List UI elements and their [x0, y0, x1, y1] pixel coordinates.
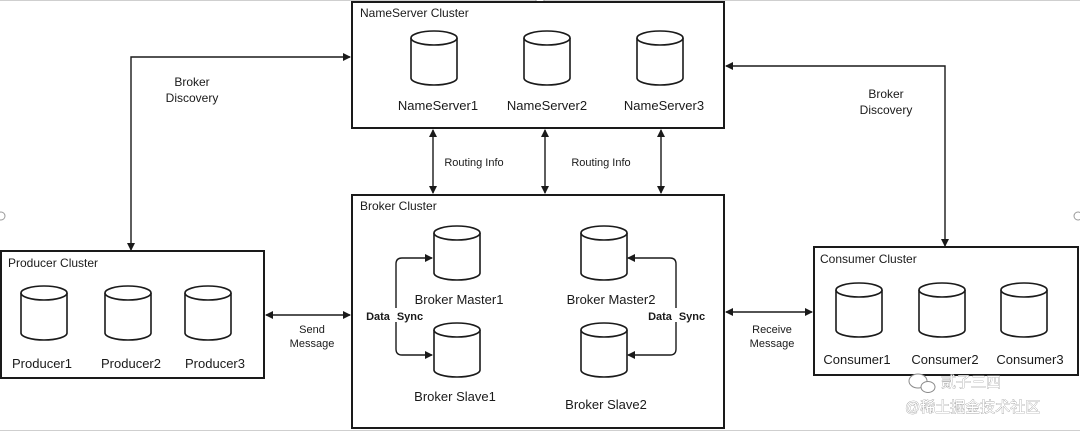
- data-sync-right-word1: Data: [648, 311, 673, 323]
- producer2-label: Producer2: [101, 356, 161, 371]
- broker-discovery-left-line1: Broker: [174, 75, 209, 89]
- nameserver-cluster[interactable]: NameServer Cluster NameServer1 NameServe…: [351, 1, 725, 129]
- broker-master1-label: Broker Master1: [415, 292, 504, 307]
- watermark-community: @稀土掘金技术社区: [905, 399, 1040, 416]
- resize-handle-right[interactable]: [1073, 211, 1080, 221]
- send-message-line1: Send: [299, 324, 325, 336]
- producer1-cylinder-icon: [20, 285, 68, 341]
- watermark: 贰子三四 @稀土掘金技术社区: [905, 373, 1041, 417]
- producer-cluster-title: Producer Cluster: [8, 256, 98, 270]
- nameserver1-cylinder-icon: [410, 30, 458, 86]
- broker-master1-cylinder-icon: [433, 225, 481, 281]
- consumer3-cylinder-icon: [1000, 282, 1048, 338]
- broker-master2-label: Broker Master2: [567, 292, 656, 307]
- receive-message-line1: Receive: [752, 324, 792, 336]
- broker-cluster-title: Broker Cluster: [360, 199, 437, 213]
- consumer1-cylinder-icon: [835, 282, 883, 338]
- wechat-logo-icon: [908, 373, 936, 393]
- nameserver2-cylinder-icon: [523, 30, 571, 86]
- data-sync-right-word2: Sync: [679, 311, 705, 323]
- data-sync-right-arrow: [627, 254, 677, 359]
- data-sync-left-arrow: [395, 254, 433, 359]
- producer-cluster[interactable]: Producer Cluster Producer1 Producer2 Pro…: [0, 250, 265, 379]
- consumer3-label: Consumer3: [996, 352, 1063, 367]
- broker-discovery-right-arrow: [725, 62, 949, 247]
- broker-discovery-right-line2: Discovery: [860, 103, 913, 117]
- consumer2-label: Consumer2: [911, 352, 978, 367]
- consumer-cluster[interactable]: Consumer Cluster Consumer1 Consumer2 Con…: [813, 246, 1079, 376]
- data-sync-left-word2: Sync: [397, 311, 423, 323]
- consumer2-cylinder-icon: [918, 282, 966, 338]
- broker-discovery-right-line1: Broker: [868, 87, 903, 101]
- nameserver3-label: NameServer3: [624, 98, 704, 113]
- producer2-cylinder-icon: [104, 285, 152, 341]
- nameserver3-cylinder-icon: [636, 30, 684, 86]
- broker-cluster[interactable]: Broker Cluster Broker Master1 Broker Sla…: [351, 194, 725, 429]
- broker-discovery-left-line2: Discovery: [166, 91, 219, 105]
- nameserver-cluster-title: NameServer Cluster: [360, 6, 469, 20]
- resize-handle-left[interactable]: [0, 211, 6, 221]
- routing-info-left-label: Routing Info: [444, 157, 503, 169]
- watermark-author: 贰子三四: [941, 373, 1001, 391]
- consumer1-label: Consumer1: [823, 352, 890, 367]
- broker-master2-cylinder-icon: [580, 225, 628, 281]
- consumer-cluster-title: Consumer Cluster: [820, 252, 917, 266]
- broker-slave2-cylinder-icon: [580, 322, 628, 378]
- nameserver2-label: NameServer2: [507, 98, 587, 113]
- producer3-cylinder-icon: [184, 285, 232, 341]
- data-sync-left-word1: Data: [366, 311, 391, 323]
- receive-message-line2: Message: [750, 338, 795, 350]
- broker-discovery-left-arrow: [127, 53, 351, 251]
- producer1-label: Producer1: [12, 356, 72, 371]
- nameserver1-label: NameServer1: [398, 98, 478, 113]
- routing-info-right-label: Routing Info: [571, 157, 630, 169]
- broker-slave1-label: Broker Slave1: [414, 389, 496, 404]
- send-message-line2: Message: [290, 338, 335, 350]
- broker-slave2-label: Broker Slave2: [565, 397, 647, 412]
- broker-slave1-cylinder-icon: [433, 322, 481, 378]
- producer3-label: Producer3: [185, 356, 245, 371]
